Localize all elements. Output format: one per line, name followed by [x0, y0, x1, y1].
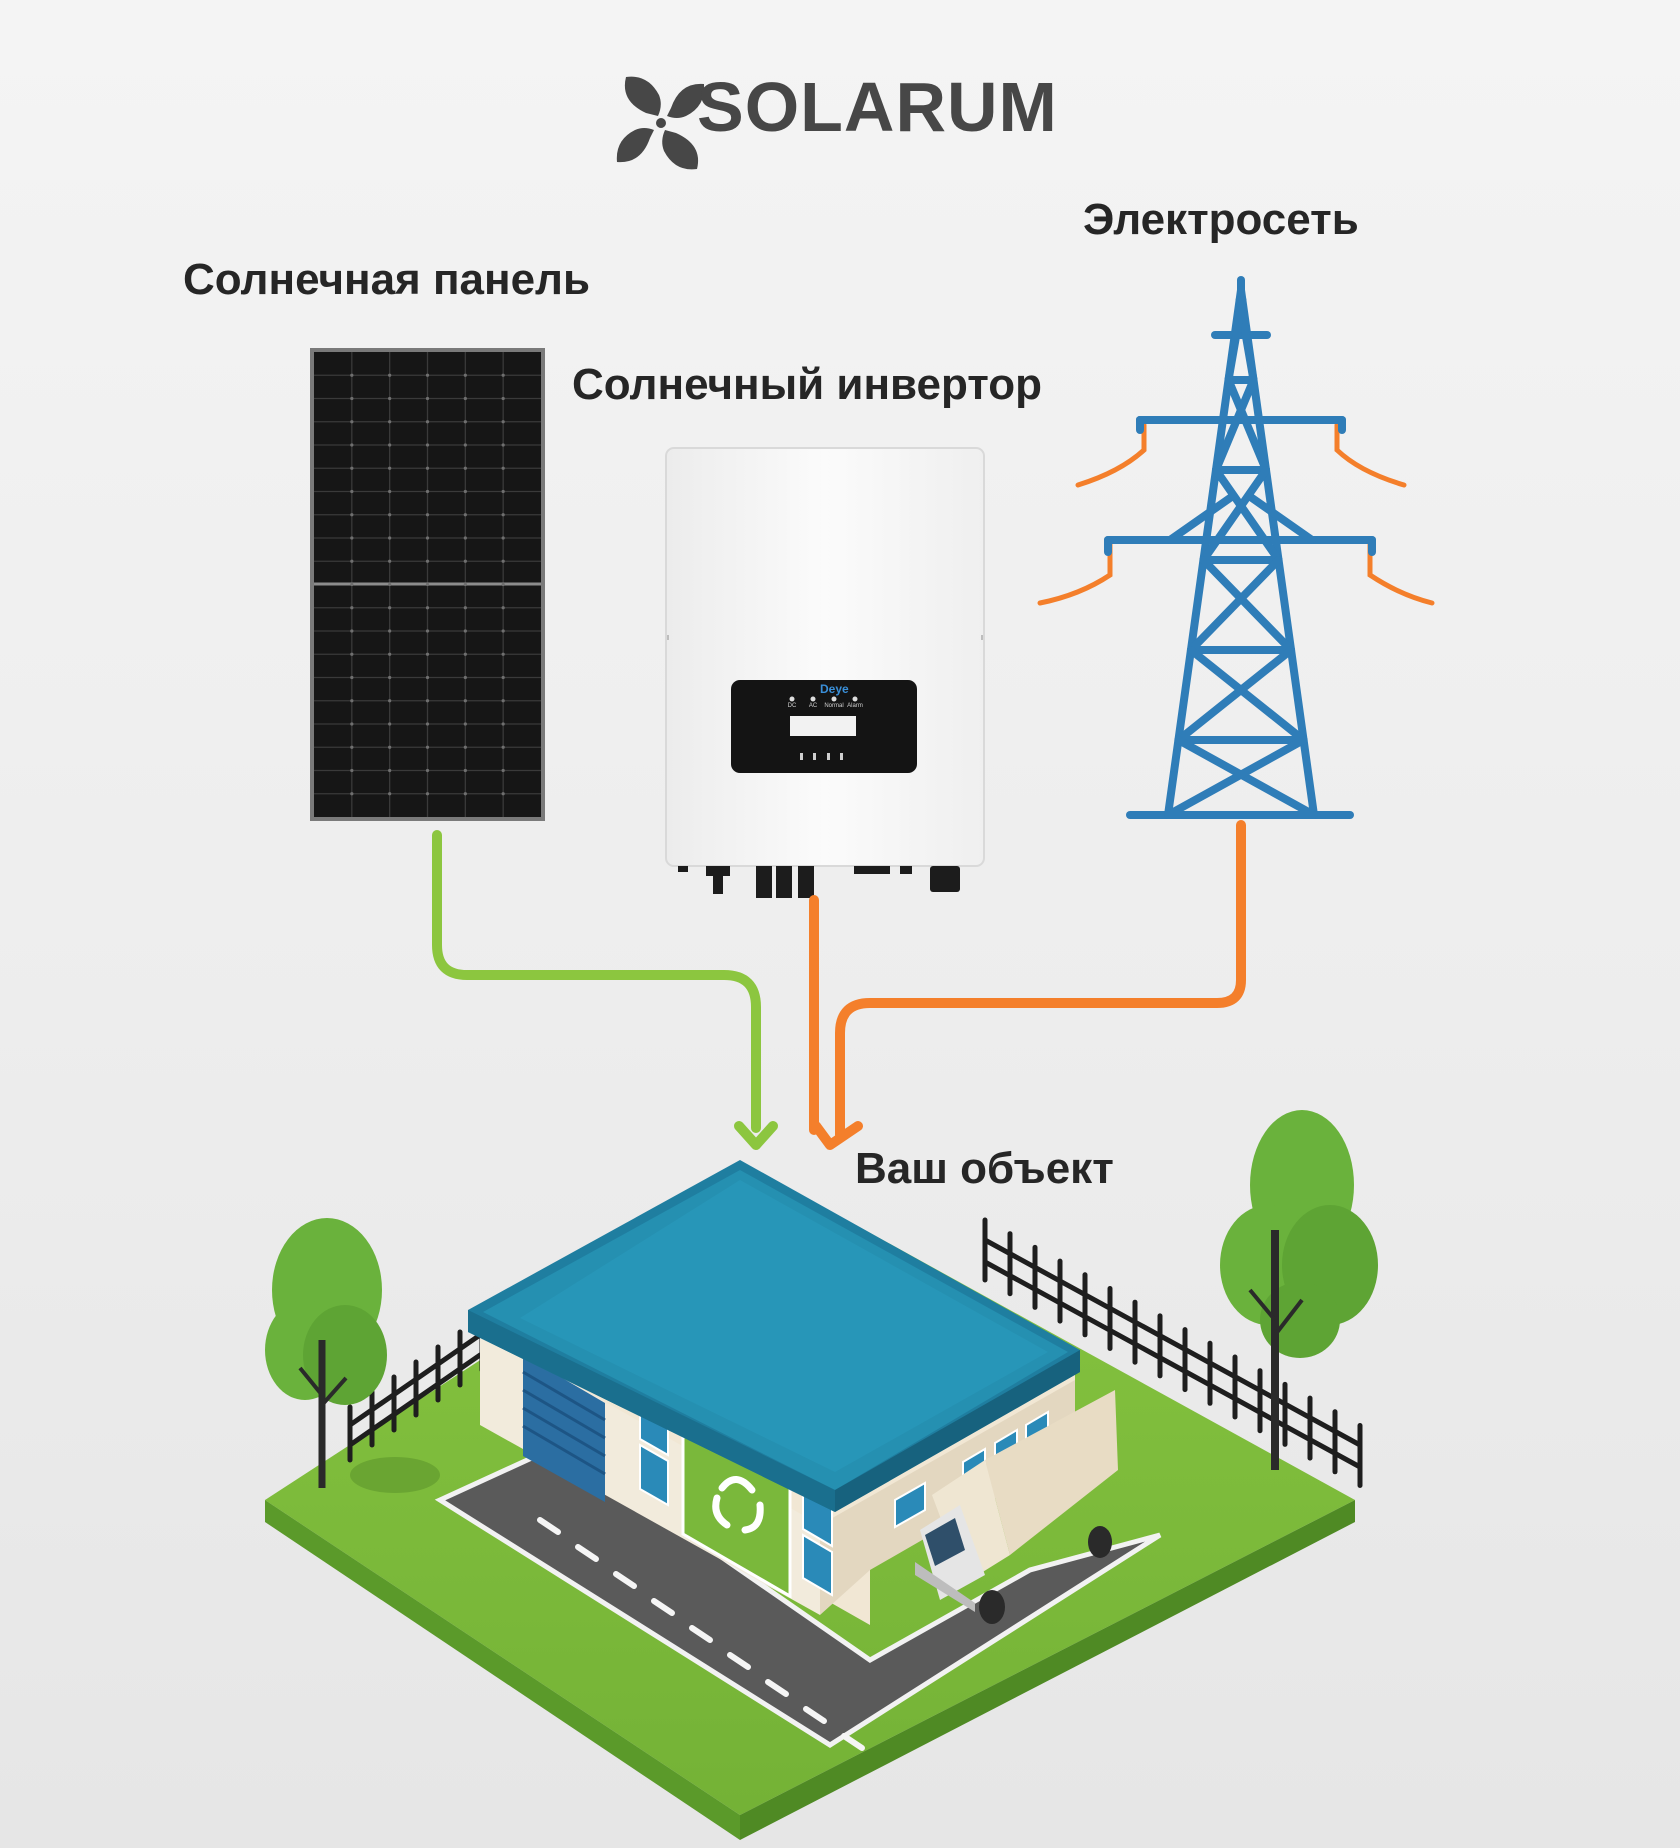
recycle-icon	[712, 1476, 764, 1534]
solarum-leaf-logo-icon	[616, 76, 705, 170]
power-tower-illustration	[1037, 276, 1435, 819]
tree-left	[265, 1218, 387, 1488]
object-label: Ваш объект	[855, 1144, 1114, 1193]
indicator-label-ac: AC	[808, 703, 818, 709]
solar-panel-label: Солнечная панель	[183, 255, 591, 304]
indicator-label-dc: DC	[787, 703, 797, 709]
logo-text: SOLARUM	[697, 68, 1058, 146]
indicator-label-alarm: Alarm	[847, 703, 863, 709]
inverter-label: Солнечный инвертор	[572, 360, 1043, 409]
delivery-truck-illustration	[915, 1390, 1118, 1624]
tree-right	[1220, 1110, 1378, 1470]
grid-flow-line	[811, 820, 1246, 1150]
building-scene-illustration	[265, 1110, 1378, 1840]
solar-panel-illustration	[310, 348, 545, 821]
grid-label: Электросеть	[1083, 195, 1359, 244]
solar-flow-line	[432, 830, 778, 1150]
indicator-label-normal: Normal	[824, 703, 844, 709]
inverter-brand: Deye	[820, 682, 849, 696]
solar-inverter-illustration	[665, 447, 985, 898]
